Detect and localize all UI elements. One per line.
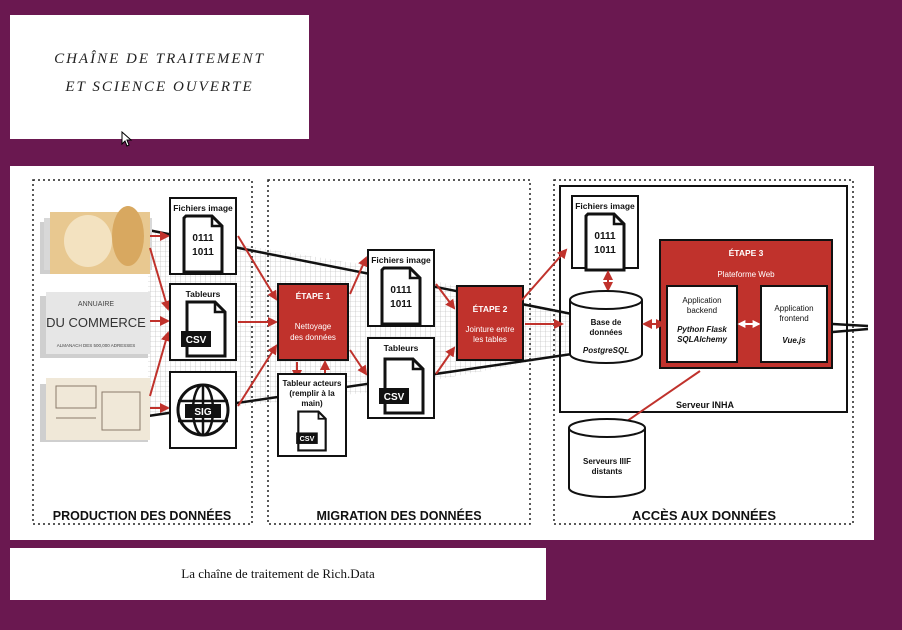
- binary-bottom-3: 1011: [594, 245, 616, 256]
- slide-title-line-1: CHAÎNE DE TRAITEMENT: [54, 51, 265, 67]
- tables-box-1: Tableurs CSV: [169, 283, 237, 361]
- binary-bottom-2: 1011: [390, 299, 412, 310]
- thumbnail-painting: [40, 206, 152, 274]
- frontend-app-box: Application frontend Vue.js: [760, 285, 828, 363]
- access-section: [553, 179, 854, 525]
- binary-top-3: 0111: [594, 231, 616, 242]
- database-label-line-1: Base de: [591, 318, 622, 327]
- binary-file-icon: 0111 1011: [182, 214, 224, 274]
- pipeline-svg: PRODUCTION DES DONNÉES MIGRATION DES DON…: [32, 179, 869, 525]
- backend-label-line-1: Application: [682, 296, 721, 305]
- server-inha-frame: [559, 185, 848, 413]
- binary-file-icon: 0111 1011: [584, 212, 626, 272]
- step-1-desc-line-1: Nettoyage: [295, 322, 332, 331]
- step-2-label: ÉTAPE 2: [473, 304, 508, 314]
- sig-text: SIG: [194, 407, 211, 418]
- iiif-label-line-1: Serveurs IIIF: [583, 457, 631, 466]
- database-cylinder: Base de données PostgreSQL: [569, 290, 643, 364]
- step-2-desc-line-1: Jointure entre: [466, 325, 515, 334]
- thumbnail-map: [40, 378, 150, 442]
- caption-text: La chaîne de traitement de Rich.Data: [181, 566, 375, 581]
- images-label-3: Fichiers image: [575, 201, 635, 211]
- backend-tech-line-2: SQLAlchemy: [677, 335, 727, 344]
- csv-text-actors: CSV: [300, 434, 315, 443]
- csv-text-2: CSV: [384, 392, 405, 403]
- thumbnail-annuaire-title: ANNUAIRE: [78, 301, 115, 308]
- binary-bottom-1: 1011: [192, 247, 214, 258]
- backend-tech-line-1: Python Flask: [677, 325, 727, 334]
- actors-label-line-1: Tableur acteurs: [283, 379, 343, 388]
- frontend-label-line-1: Application: [774, 304, 813, 313]
- images-files-box-1: Fichiers image 0111 1011: [169, 197, 237, 275]
- iiif-servers-cylinder: Serveurs IIIF distants: [568, 418, 646, 498]
- thumbnail-almanach-line: ALMANACH DES 500,000 ADRESSES: [57, 343, 136, 348]
- step-3-label: ÉTAPE 3: [729, 248, 764, 258]
- section-label-access: ACCÈS AUX DONNÉES: [632, 508, 776, 523]
- slide-title-box: CHAÎNE DE TRAITEMENT ET SCIENCE OUVERTE: [10, 15, 309, 139]
- images-label-2: Fichiers image: [371, 255, 431, 265]
- csv-file-icon: CSV: [379, 357, 425, 415]
- sig-box: SIG: [169, 371, 237, 449]
- binary-top-2: 0111: [390, 285, 412, 296]
- step-1-box: ÉTAPE 1 Nettoyage des données: [277, 283, 349, 361]
- thumbnail-annuaire: ANNUAIRE DU COMMERCE ALMANACH DES 500,00…: [40, 292, 150, 358]
- step-2-desc-line-2: les tables: [473, 335, 507, 344]
- production-section: [32, 179, 253, 525]
- actors-label-line-2: (remplir à la: [289, 389, 335, 398]
- backend-app-box: Application backend Python Flask SQLAlch…: [666, 285, 738, 363]
- tables-label-2: Tableurs: [384, 343, 419, 353]
- step-2-box: ÉTAPE 2 Jointure entre les tables: [456, 285, 524, 361]
- database-label-line-2: données: [590, 328, 623, 337]
- section-label-migration: MIGRATION DES DONNÉES: [316, 508, 481, 523]
- images-label-1: Fichiers image: [173, 203, 233, 213]
- frontend-tech: Vue.js: [782, 336, 806, 345]
- iiif-label-line-2: distants: [592, 467, 623, 476]
- server-inha-label: Serveur INHA: [676, 400, 735, 410]
- frontend-label-line-2: frontend: [779, 314, 808, 323]
- images-files-box-2: Fichiers image 0111 1011: [367, 249, 435, 327]
- tables-box-2: Tableurs CSV: [367, 337, 435, 419]
- csv-file-icon: CSV: [296, 410, 327, 452]
- actors-label-line-3: main): [301, 399, 323, 408]
- mouse-cursor-icon: [121, 131, 133, 147]
- actors-table-box: Tableur acteurs (remplir à la main) CSV: [277, 373, 347, 457]
- slide-title-line-2: ET SCIENCE OUVERTE: [65, 79, 254, 95]
- step-1-desc-line-2: des données: [290, 333, 336, 342]
- pipeline-diagram: PRODUCTION DES DONNÉES MIGRATION DES DON…: [10, 166, 874, 540]
- binary-file-icon: 0111 1011: [380, 266, 422, 326]
- thumbnail-commerce-title: DU COMMERCE: [46, 315, 146, 330]
- csv-text-1: CSV: [186, 335, 207, 346]
- tables-label-1: Tableurs: [186, 289, 221, 299]
- database-tech: PostgreSQL: [583, 346, 629, 355]
- images-files-box-3: Fichiers image 0111 1011: [571, 195, 639, 272]
- binary-top-1: 0111: [192, 233, 214, 244]
- globe-icon: SIG: [176, 383, 230, 437]
- csv-file-icon: CSV: [181, 300, 227, 358]
- section-label-production: PRODUCTION DES DONNÉES: [53, 508, 232, 523]
- step-1-label: ÉTAPE 1: [296, 291, 331, 301]
- caption-box: La chaîne de traitement de Rich.Data: [10, 548, 546, 600]
- backend-label-line-2: backend: [687, 306, 717, 315]
- step-3-desc: Plateforme Web: [717, 270, 775, 279]
